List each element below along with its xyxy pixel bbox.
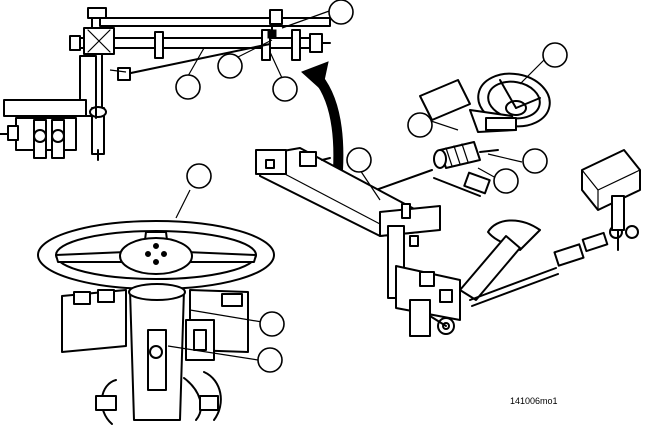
figure-id-label: 141006mo1 xyxy=(510,396,558,406)
callout-right-1 xyxy=(542,42,568,68)
callout-top-1 xyxy=(328,0,354,25)
callout-top-2 xyxy=(217,53,243,79)
callout-bottom-3 xyxy=(257,347,283,373)
right-callouts xyxy=(346,42,568,201)
callout-top-4 xyxy=(272,76,298,102)
detail-view-linkage xyxy=(0,7,331,161)
main-assembly xyxy=(255,72,641,337)
bottom-callouts xyxy=(167,163,285,373)
steering-column-view xyxy=(37,220,275,425)
callout-right-3 xyxy=(522,148,548,174)
curved-arrow xyxy=(301,61,344,171)
top-callouts xyxy=(109,0,354,102)
callout-bottom-2 xyxy=(259,311,285,337)
callout-right-4 xyxy=(493,168,519,194)
callout-right-5 xyxy=(346,147,372,173)
callout-bottom-1 xyxy=(186,163,212,189)
callout-top-3 xyxy=(175,74,201,100)
callout-right-2 xyxy=(407,112,433,138)
